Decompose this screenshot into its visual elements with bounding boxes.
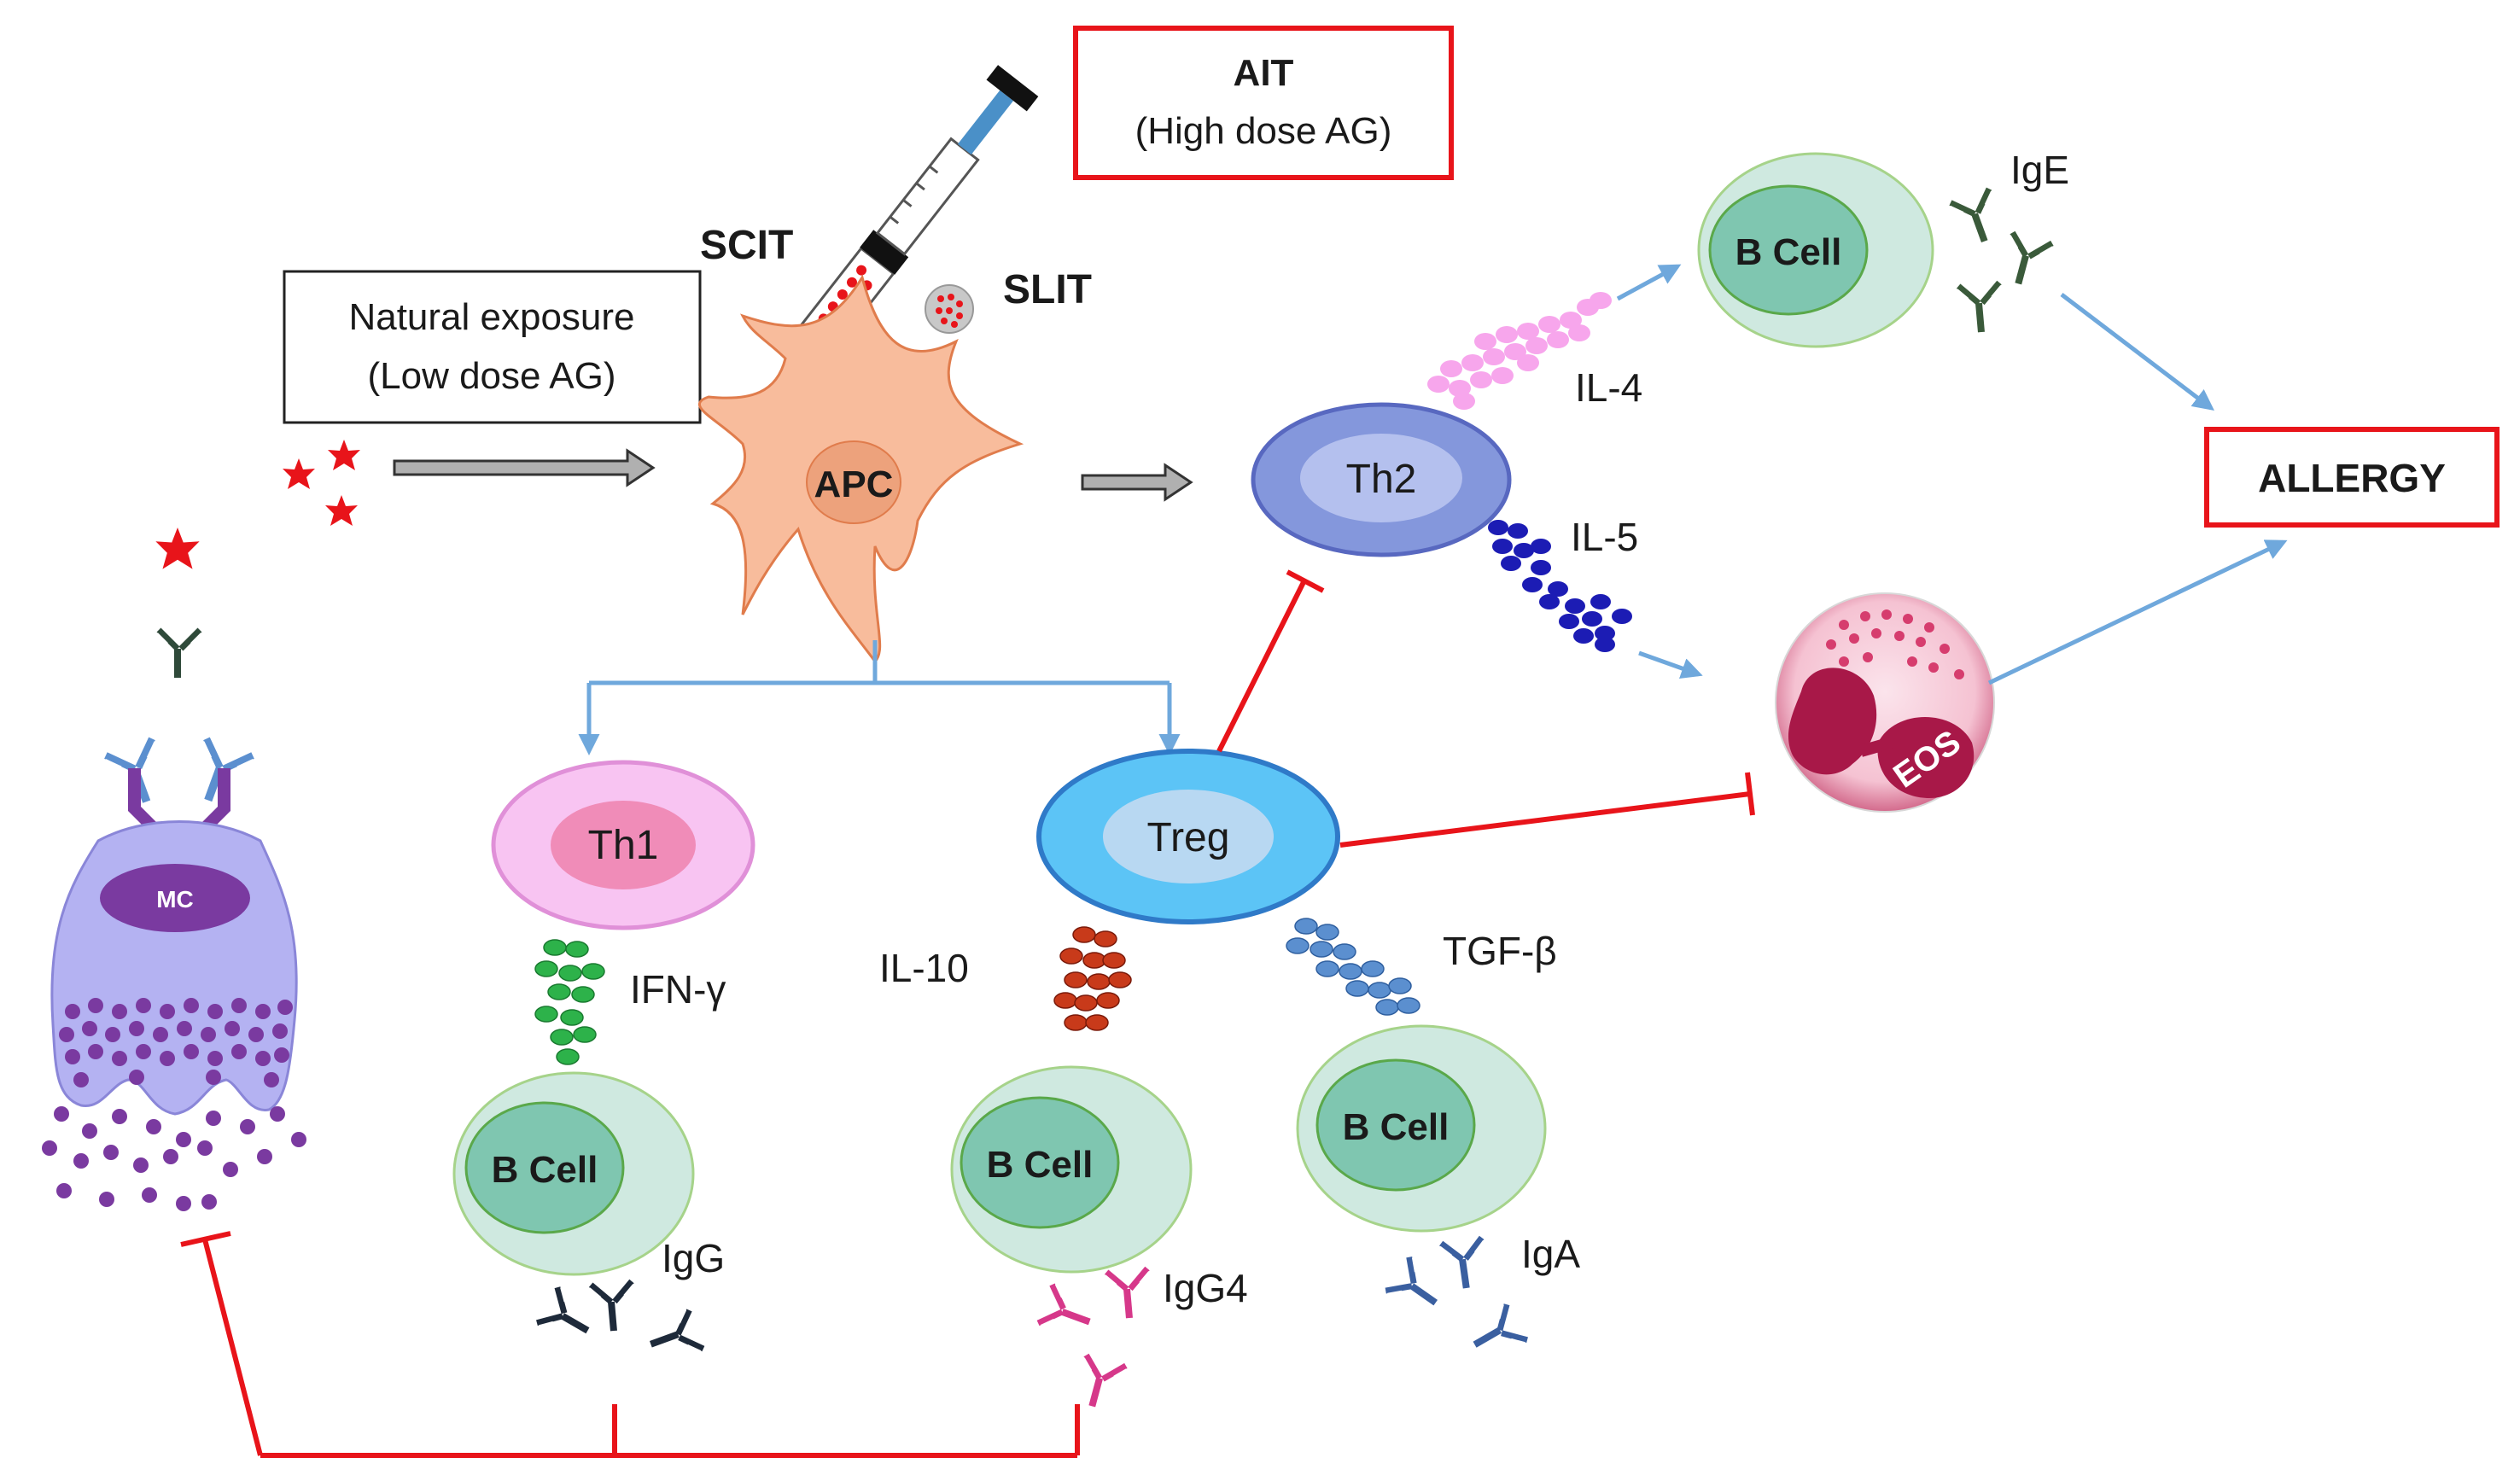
b-cell-label: B Cell (1735, 231, 1842, 273)
th1-label: Th1 (588, 823, 659, 868)
b-cell-label: B Cell (492, 1149, 598, 1191)
il4-arrow (1616, 264, 1682, 301)
scit-label: SCIT (700, 223, 793, 268)
b-cell-iga: B Cell (1296, 1024, 1547, 1233)
iga-antibody-icon (1385, 1238, 1528, 1366)
natural-exposure-subtitle: (Low dose AG) (367, 355, 615, 397)
allergy-box: ALLERGY (2204, 427, 2500, 528)
ait-subtitle: (High dose AG) (1135, 110, 1392, 152)
grey-arrow-icon (1081, 463, 1193, 502)
ige-to-allergy-arrow (2060, 293, 2214, 411)
slit-drop-icon (925, 284, 974, 334)
il4-cytokine-icon (1427, 292, 1612, 410)
b-cell-label: B Cell (1343, 1106, 1450, 1148)
grey-arrow-icon (393, 448, 656, 487)
il10-cytokine-icon (1053, 926, 1132, 1031)
b-cell-ige: B Cell (1697, 152, 1934, 348)
ait-title: AIT (1234, 52, 1294, 94)
apc-cell: APC (697, 274, 1024, 664)
eosinophil-cell: EOS (1775, 592, 1995, 813)
ige-antibody-icon (1949, 188, 2054, 334)
iga-label: IgA (1521, 1232, 1580, 1276)
igg4-antibody-icon (1037, 1268, 1152, 1413)
tgf-beta-label: TGF-β (1443, 929, 1557, 973)
treg-label: Treg (1147, 815, 1230, 860)
natural-exposure-box: Natural exposure (Low dose AG) (283, 270, 702, 424)
igg-antibody-icon (536, 1281, 704, 1367)
b-cell-igg: B Cell (452, 1071, 695, 1276)
igg4-label: IgG4 (1163, 1266, 1248, 1310)
il5-arrow (1638, 650, 1703, 679)
treg-inhibits-th2 (1216, 569, 1325, 753)
natural-exposure-title: Natural exposure (348, 296, 634, 338)
ait-box: AIT (High dose AG) (1073, 26, 1454, 180)
slit-label: SLIT (1003, 267, 1092, 312)
ifn-gamma-cytokine-icon (534, 939, 605, 1065)
il10-label: IL-10 (879, 946, 969, 990)
allergen-icon (155, 528, 200, 569)
ige-label: IgE (2010, 148, 2069, 192)
th1-cell: Th1 (491, 760, 755, 930)
th2-cell: Th2 (1251, 402, 1512, 557)
th2-label: Th2 (1346, 457, 1417, 502)
il5-label: IL-5 (1571, 515, 1638, 559)
igg-label: IgG (662, 1236, 725, 1280)
ifn-gamma-label: IFN-γ (630, 967, 726, 1012)
mc-label: MC (156, 886, 194, 913)
treg-inhibits-eos (1339, 772, 1755, 848)
eos-to-allergy-arrow (1987, 539, 2288, 685)
allergen-icon (283, 440, 360, 526)
apc-branch-arrows (578, 640, 1181, 755)
b-cell-igg4: B Cell (950, 1065, 1193, 1274)
antibody-inhibits-mast-cell (180, 1231, 1080, 1458)
il5-cytokine-icon (1488, 520, 1632, 652)
il4-label: IL-4 (1575, 365, 1642, 410)
apc-label: APC (814, 464, 894, 505)
allergy-label: ALLERGY (2258, 456, 2446, 500)
mast-cell: MC (42, 528, 306, 1211)
tgf-beta-cytokine-icon (1286, 918, 1420, 1016)
treg-cell: Treg (1036, 749, 1340, 924)
b-cell-label: B Cell (987, 1144, 1094, 1186)
